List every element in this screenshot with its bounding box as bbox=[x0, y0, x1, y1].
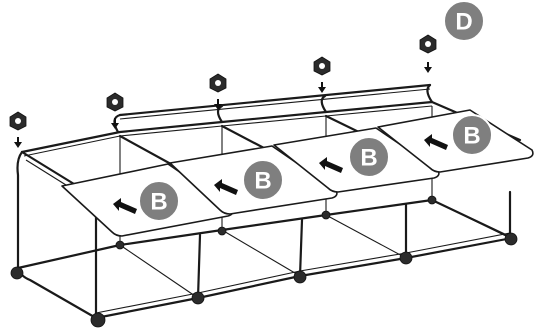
left-side-panel bbox=[16, 150, 102, 320]
callout-b-1: B bbox=[138, 180, 180, 222]
callout-b-1-label: B bbox=[150, 189, 167, 216]
connector-icon bbox=[9, 34, 437, 131]
bottom-frame bbox=[16, 198, 514, 320]
down-arrow-icon bbox=[14, 62, 432, 148]
callout-b-4-label: B bbox=[463, 123, 480, 150]
callout-b-3: B bbox=[348, 136, 390, 178]
front-posts bbox=[196, 190, 512, 300]
callout-d: D bbox=[443, 0, 485, 42]
bottom-connectors bbox=[10, 195, 518, 328]
callout-b-2: B bbox=[242, 159, 284, 201]
push-arrow-icon bbox=[113, 134, 448, 214]
callout-d-label: D bbox=[455, 9, 472, 36]
callout-b-4: B bbox=[451, 114, 493, 156]
callout-b-2-label: B bbox=[254, 168, 271, 195]
callout-b-3-label: B bbox=[360, 145, 377, 172]
back-top-frame bbox=[113, 83, 434, 134]
